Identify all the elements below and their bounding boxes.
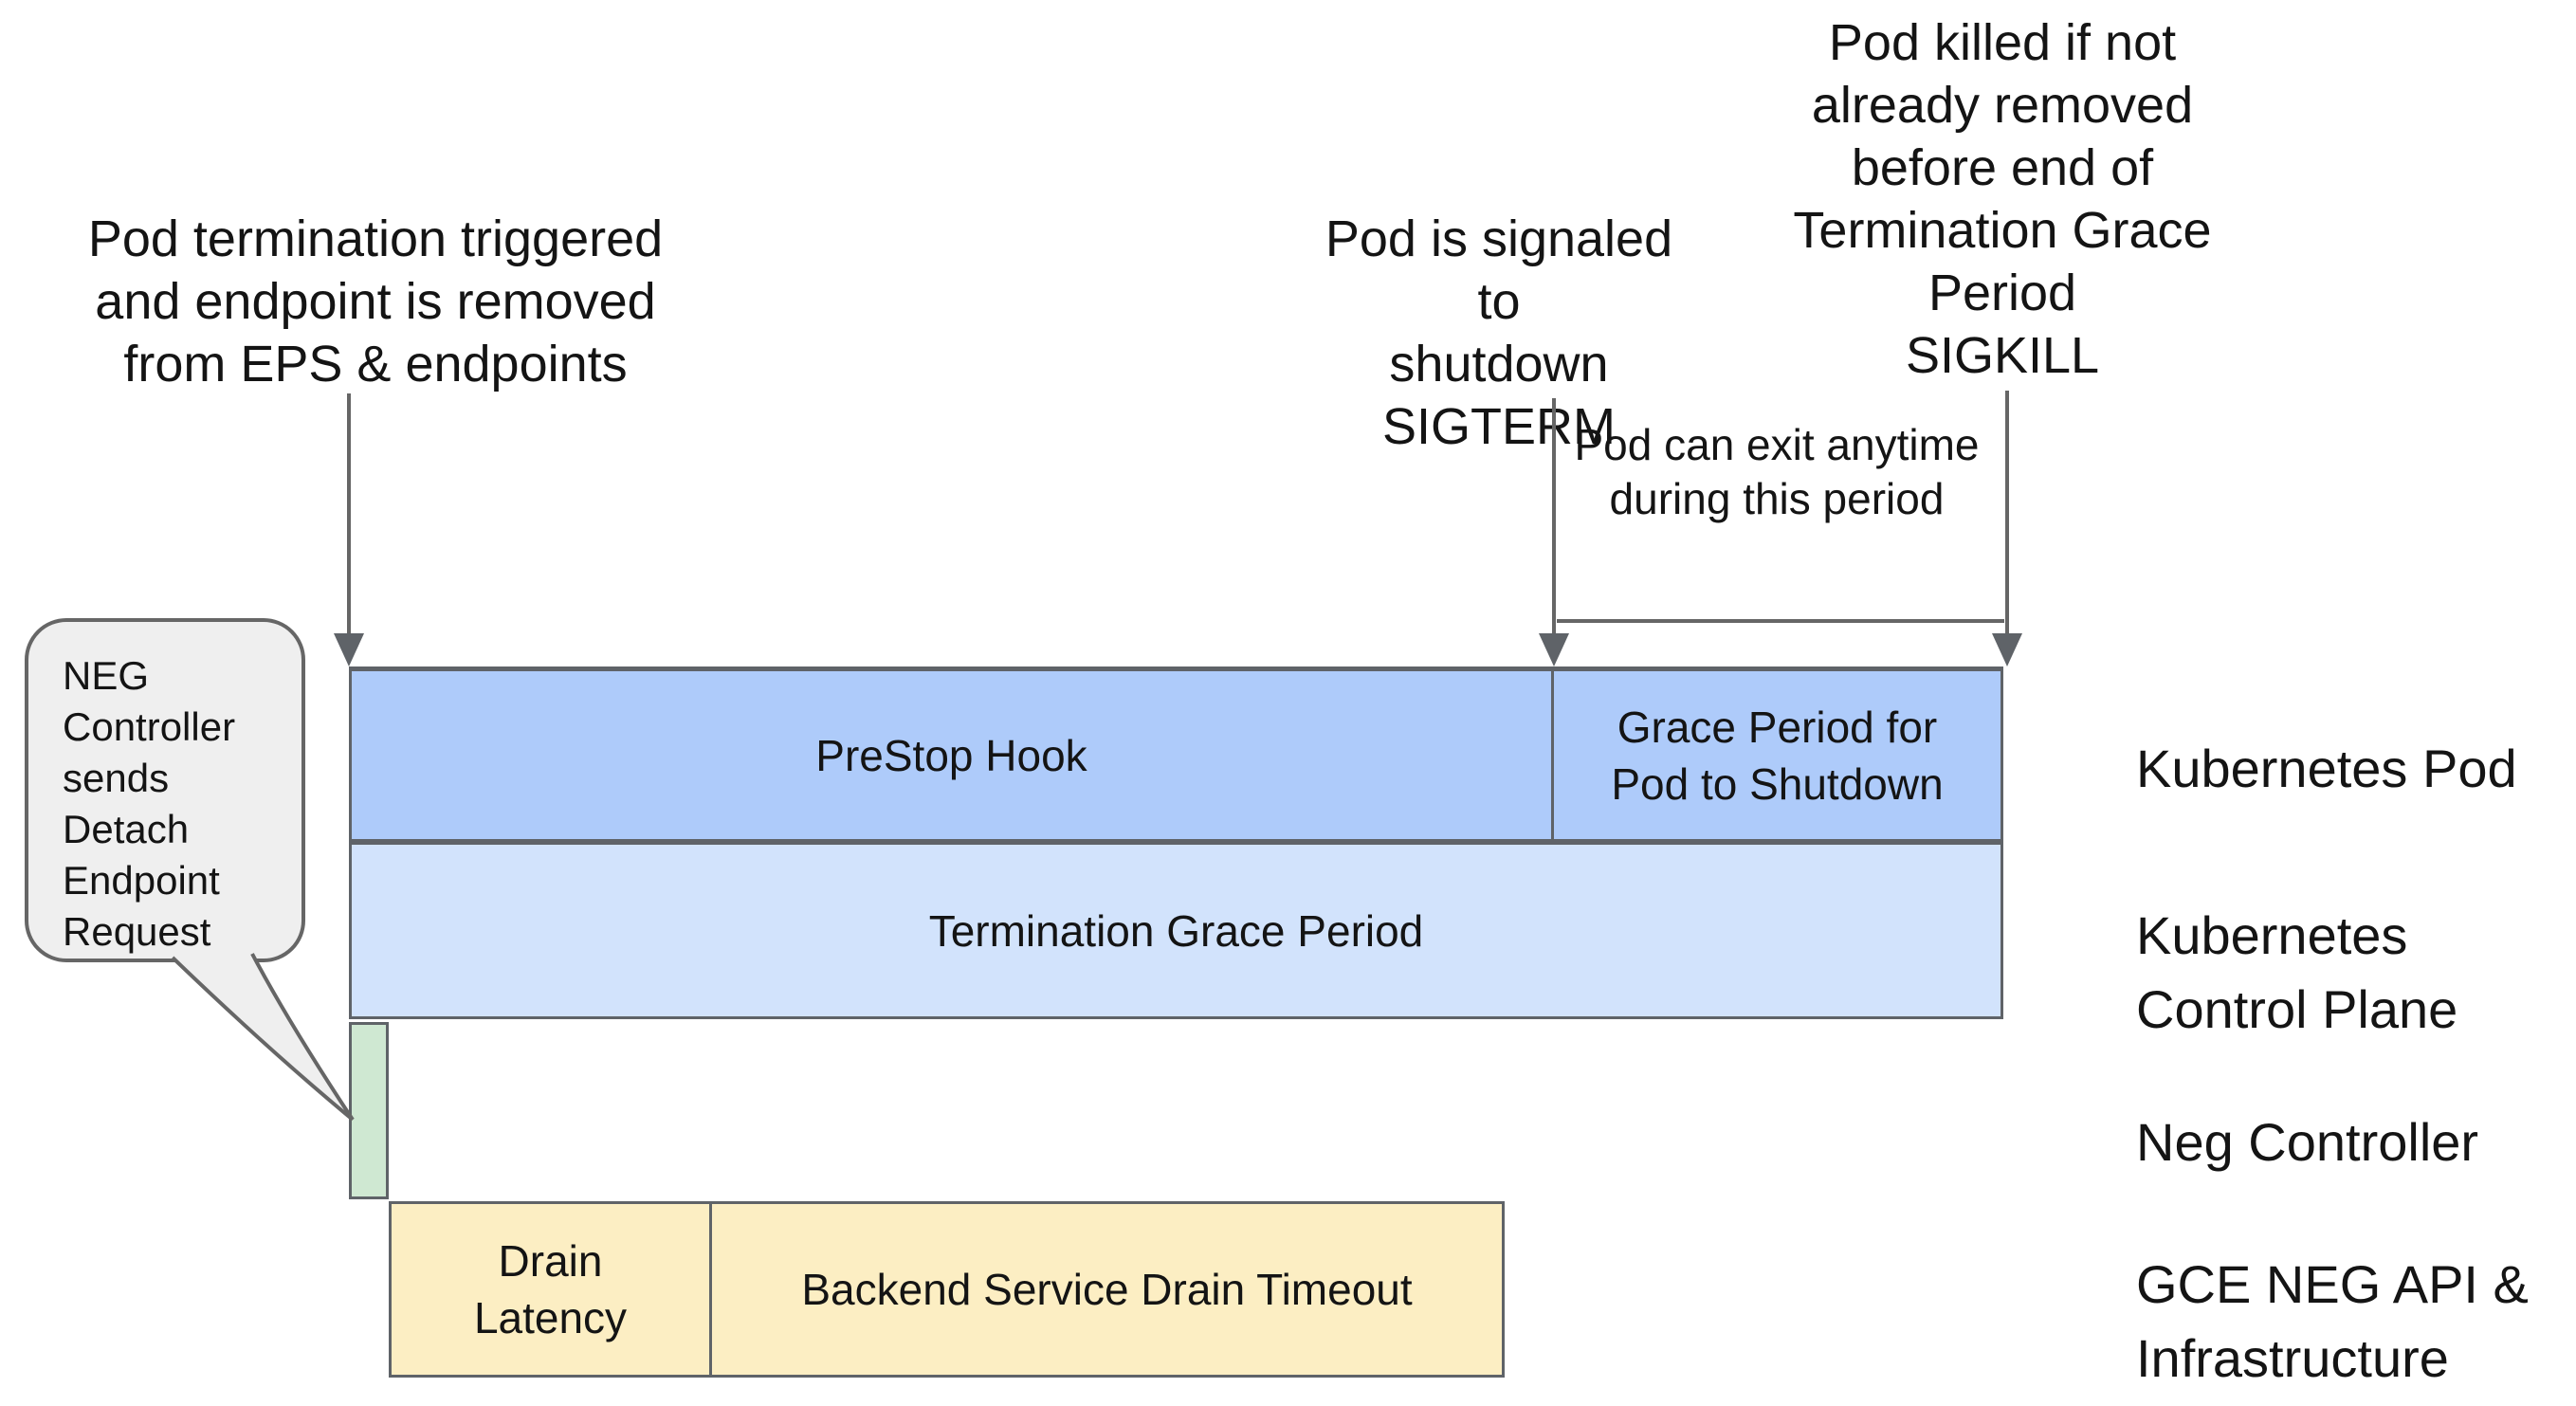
neg-controller-callout: NEG Controller sends Detach Endpoint Req… xyxy=(25,618,305,962)
note-sigterm: Pod is signaled to shutdown SIGTERM xyxy=(1325,210,1673,455)
gce-neg-bar: Drain Latency Backend Service Drain Time… xyxy=(389,1201,1505,1378)
termination-grace-period-label: Termination Grace Period xyxy=(928,905,1424,956)
grace-period-segment: Grace Period for Pod to Shutdown xyxy=(1554,671,2001,839)
sigkill-arrow-icon xyxy=(1992,391,2022,666)
neg-controller-bar xyxy=(349,1022,389,1199)
termination-grace-period-bar: Termination Grace Period xyxy=(349,842,2003,1019)
lane-label-kubernetes-control-plane: Kubernetes Control Plane xyxy=(2136,905,2458,1039)
drain-latency-label: Drain Latency xyxy=(473,1236,628,1342)
neg-controller-callout-text: NEG Controller sends Detach Endpoint Req… xyxy=(63,653,236,954)
grace-period-label: Grace Period for Pod to Shutdown xyxy=(1611,702,1944,809)
kubernetes-pod-bar: PreStop Hook Grace Period for Pod to Shu… xyxy=(349,666,2003,842)
backend-drain-label: Backend Service Drain Timeout xyxy=(801,1265,1413,1314)
note-sigkill: Pod killed if not already removed before… xyxy=(1793,14,2212,384)
prestop-hook-segment: PreStop Hook xyxy=(352,671,1554,839)
prestop-hook-label: PreStop Hook xyxy=(815,730,1087,780)
termination-trigger-arrow-icon xyxy=(334,393,364,666)
lane-label-gce-neg-api: GCE NEG API & Infrastructure xyxy=(2136,1254,2529,1388)
lane-label-kubernetes-pod: Kubernetes Pod xyxy=(2136,739,2517,798)
callout-tail-icon xyxy=(171,948,355,1122)
note-termination-trigger: Pod termination triggered and endpoint i… xyxy=(87,210,664,393)
drain-latency-segment: Drain Latency xyxy=(392,1204,712,1375)
note-exit-window: Pod can exit anytime during this period xyxy=(1574,420,1980,523)
lane-label-neg-controller: Neg Controller xyxy=(2136,1112,2479,1172)
backend-drain-segment: Backend Service Drain Timeout xyxy=(712,1204,1502,1375)
